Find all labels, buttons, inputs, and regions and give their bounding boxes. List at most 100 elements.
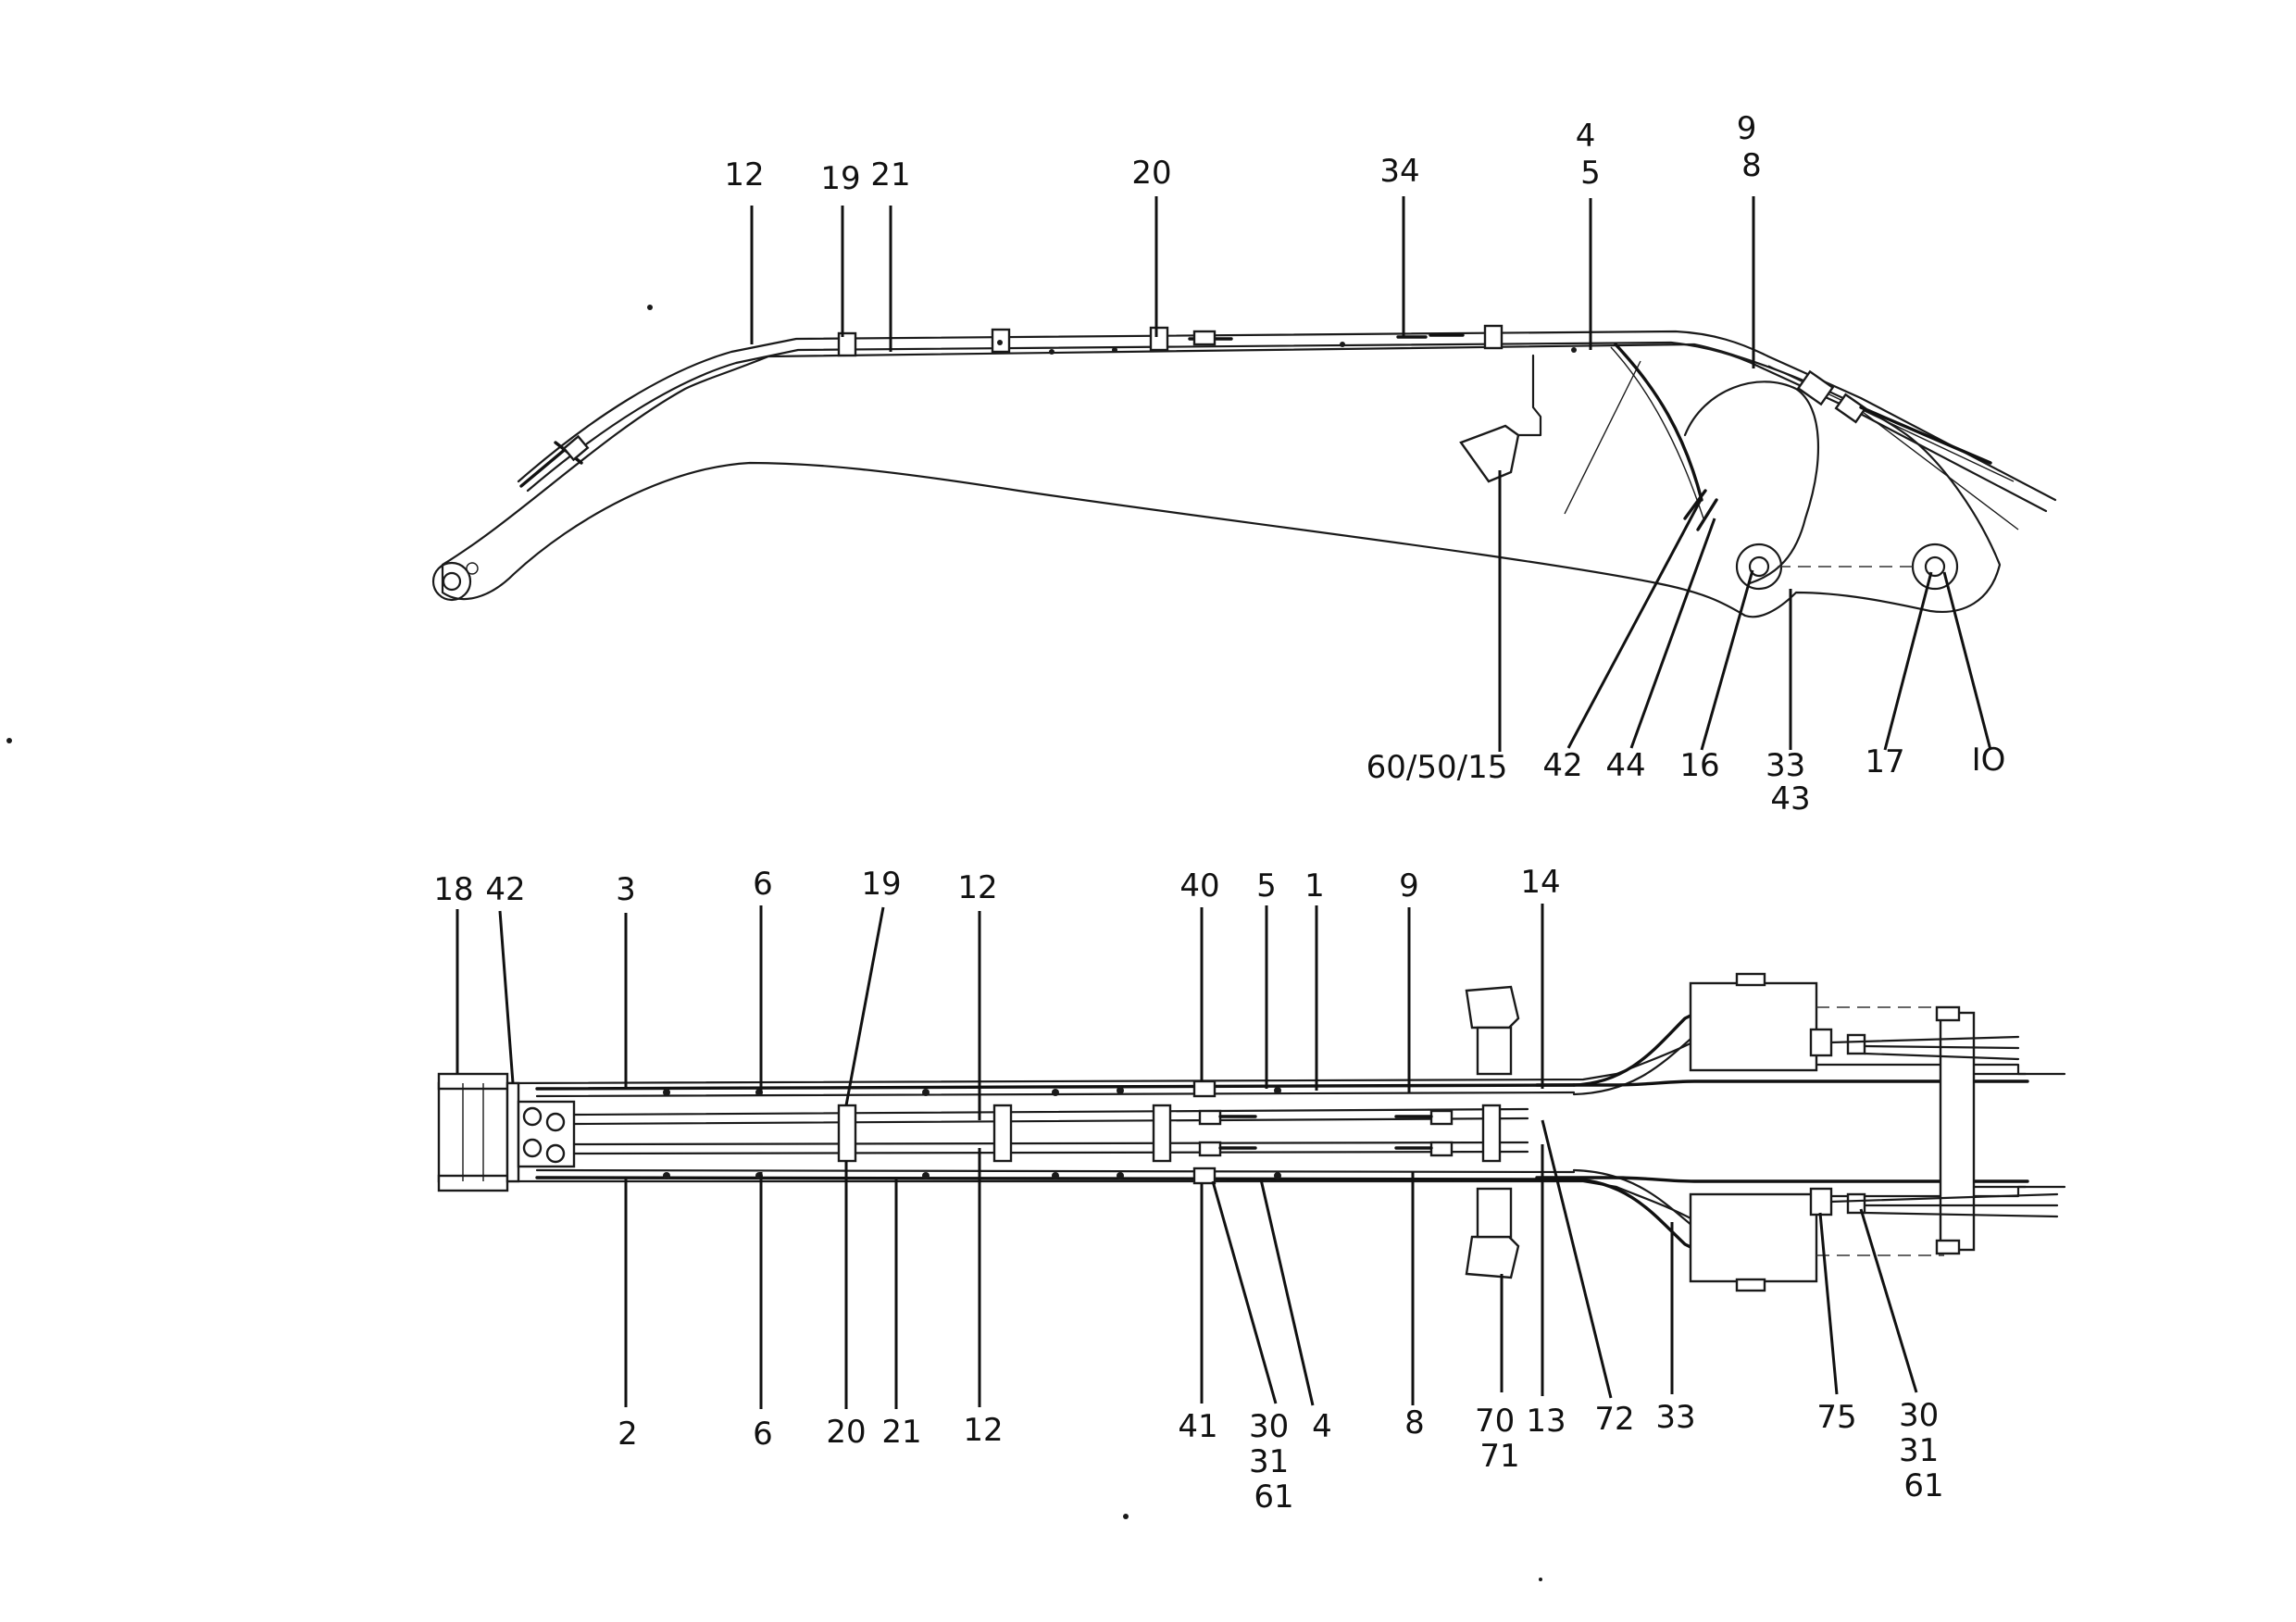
callout-t6b: 6 [753, 1416, 773, 1453]
head-spring-hose [1859, 406, 1992, 465]
callout-s10: IO [1972, 742, 2006, 779]
leader-s16 [1700, 569, 1754, 751]
callout-t30a: 30 31 61 [1249, 1408, 1299, 1516]
top-dot-10 [1052, 1172, 1059, 1179]
boom-foot-pin-line [462, 1083, 484, 1181]
callout-t5: 5 [1256, 867, 1277, 905]
work-lamp [1459, 424, 1520, 483]
leader-t72 [1541, 1119, 1613, 1399]
head-housing [1683, 381, 1820, 585]
leader-t42 [498, 910, 515, 1084]
callout-s60: 60/50/15 [1366, 749, 1508, 786]
side-dot-5 [997, 340, 1003, 345]
coupling-inner-3 [1429, 1109, 1454, 1126]
foot-fitting-1 [522, 1106, 543, 1127]
callout-t4: 4 [1312, 1408, 1332, 1445]
callout-t75: 75 [1816, 1399, 1856, 1436]
head-hose-3 [1851, 403, 2019, 530]
callout-s21: 21 [870, 156, 910, 193]
head-hose-top-1 [1572, 1007, 1705, 1087]
side-dot-3 [1340, 342, 1345, 347]
end-cap-top [1935, 1005, 1961, 1022]
boom-foot-cap-top [437, 1072, 509, 1091]
leader-s44 [1629, 518, 1716, 749]
callout-t21: 21 [881, 1414, 921, 1451]
callout-s34: 34 [1379, 153, 1419, 190]
tube-run-inner-2 [572, 1117, 1529, 1126]
clamp-head [1481, 1104, 1502, 1163]
right-hoses-bottom [1829, 1192, 2059, 1218]
cylinder-cap-top [1735, 972, 1766, 987]
callout-t41: 41 [1178, 1408, 1217, 1445]
callout-t20: 20 [826, 1414, 866, 1451]
callout-t1: 1 [1304, 867, 1325, 905]
callout-t12b: 12 [963, 1412, 1003, 1449]
head-extension [1972, 1072, 2028, 1189]
leader-t19 [844, 906, 885, 1106]
coupling-41 [1192, 1167, 1217, 1185]
leader-s17 [1883, 571, 1933, 751]
callout-s9-8: 9 8 [1737, 110, 1766, 184]
callout-s12: 12 [724, 156, 764, 193]
head-brace [1564, 360, 1641, 515]
callout-t70-71: 70 71 [1475, 1403, 1525, 1475]
clamp-center [1152, 1104, 1172, 1163]
callout-t72: 72 [1594, 1401, 1634, 1438]
pin-16 [1735, 543, 1783, 591]
callout-t13: 13 [1526, 1403, 1566, 1440]
callout-s17: 17 [1865, 743, 1904, 780]
fitting-top-2 [1846, 1033, 1866, 1055]
speck-2 [6, 738, 12, 743]
foot-fitting-2 [545, 1112, 566, 1132]
tube-run-6b [535, 1168, 1576, 1174]
coupling-40 [1192, 1079, 1217, 1098]
callout-s19: 19 [820, 160, 860, 197]
top-dot-7 [663, 1172, 670, 1179]
right-hoses-top [1829, 1035, 2020, 1061]
leader-t4 [1259, 1179, 1315, 1406]
leader-t75 [1818, 1212, 1839, 1395]
top-dot-5 [1117, 1087, 1124, 1094]
lamp-top [1465, 985, 1520, 1029]
coupling-inner-4 [1429, 1141, 1454, 1157]
callout-t14: 14 [1520, 864, 1560, 901]
leader-t30a [1211, 1180, 1278, 1404]
top-dot-3 [922, 1089, 930, 1096]
pin-17-center [1924, 555, 1946, 578]
callout-s4-5: 4 5 [1576, 118, 1605, 192]
lamp-bottom [1465, 1235, 1520, 1279]
head-fitting-8 [1834, 393, 1867, 424]
coupling-inner-2 [1198, 1141, 1222, 1157]
upper-tube-run-inner [526, 341, 2048, 513]
head-hose-bot-1 [1572, 1178, 1705, 1255]
foot-fitting-4 [545, 1143, 566, 1164]
callout-s42: 42 [1542, 747, 1582, 784]
lamp-bottom-bracket [1476, 1187, 1513, 1239]
coupling-mid-body [1192, 330, 1217, 346]
head-brace-2 [1610, 346, 1704, 519]
callout-t30b: 30 31 61 [1899, 1397, 1949, 1504]
top-dot-6 [1274, 1087, 1281, 1094]
foot-hose-clamp [562, 434, 590, 462]
side-dot-1 [1049, 349, 1054, 355]
leader-s10 [1942, 571, 1992, 751]
boom-foot-pin-center [442, 571, 462, 592]
side-dot-4 [1571, 347, 1577, 353]
cylinder-housing-bottom [1689, 1192, 1818, 1283]
pin-16-center [1748, 555, 1770, 578]
foot-fitting-3 [522, 1138, 543, 1158]
side-view: 12 19 21 20 34 4 5 9 8 60/50/15 42 44 16… [431, 110, 2057, 817]
callout-t9: 9 [1399, 867, 1419, 905]
callout-t3: 3 [616, 871, 636, 908]
boom-foot-block [437, 1081, 509, 1183]
boom-foot-bolt [466, 562, 479, 575]
side-dot-2 [1112, 347, 1117, 353]
callout-s33-43: 33 43 [1766, 747, 1816, 817]
boom-body-outline [441, 343, 2002, 618]
head-hose-center-b [1535, 1176, 2029, 1183]
clamp-20 [1149, 326, 1169, 352]
speck-4 [1539, 1578, 1542, 1581]
top-dot-12 [1274, 1172, 1281, 1179]
callout-t6a: 6 [753, 866, 773, 903]
clamp-19-20 [837, 1104, 857, 1163]
